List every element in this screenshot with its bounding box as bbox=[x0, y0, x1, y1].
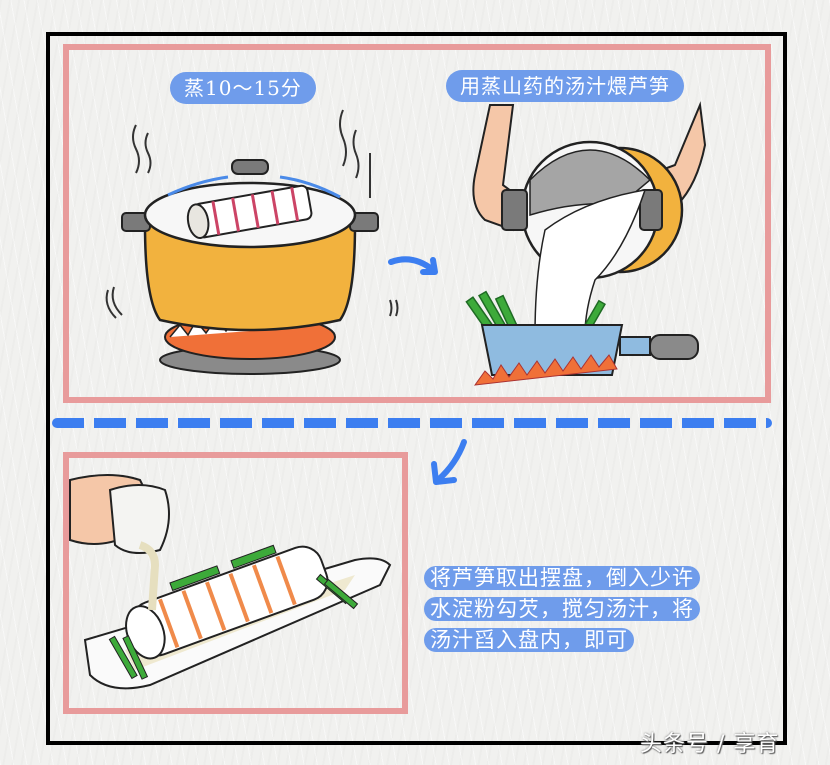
plated-dish-icon bbox=[69, 474, 392, 690]
step3-instructions: 将芦笋取出摆盘，倒入少许 水淀粉勾芡，搅匀汤汁，将 汤汁舀入盘内，即可 bbox=[424, 563, 764, 656]
watermark: 头条号 / 享育 bbox=[640, 732, 780, 757]
bottom-panel bbox=[63, 452, 408, 714]
top-panel bbox=[63, 44, 771, 403]
step3-line-1: 将芦笋取出摆盘，倒入少许 bbox=[424, 566, 700, 590]
outer-frame bbox=[46, 32, 787, 745]
arrow-right-icon bbox=[388, 256, 438, 275]
arrow-down-left-icon bbox=[431, 439, 467, 485]
step3-line-3: 汤汁舀入盘内，即可 bbox=[424, 628, 634, 652]
steaming-pot-icon bbox=[105, 109, 399, 375]
step3-line-2: 水淀粉勾芡，搅匀汤汁，将 bbox=[424, 597, 700, 621]
step2-label: 用蒸山药的汤汁煨芦笋 bbox=[446, 70, 684, 102]
step1-label: 蒸10～15分 bbox=[170, 72, 316, 104]
section-divider bbox=[52, 418, 772, 428]
pouring-pot-icon bbox=[465, 101, 707, 386]
